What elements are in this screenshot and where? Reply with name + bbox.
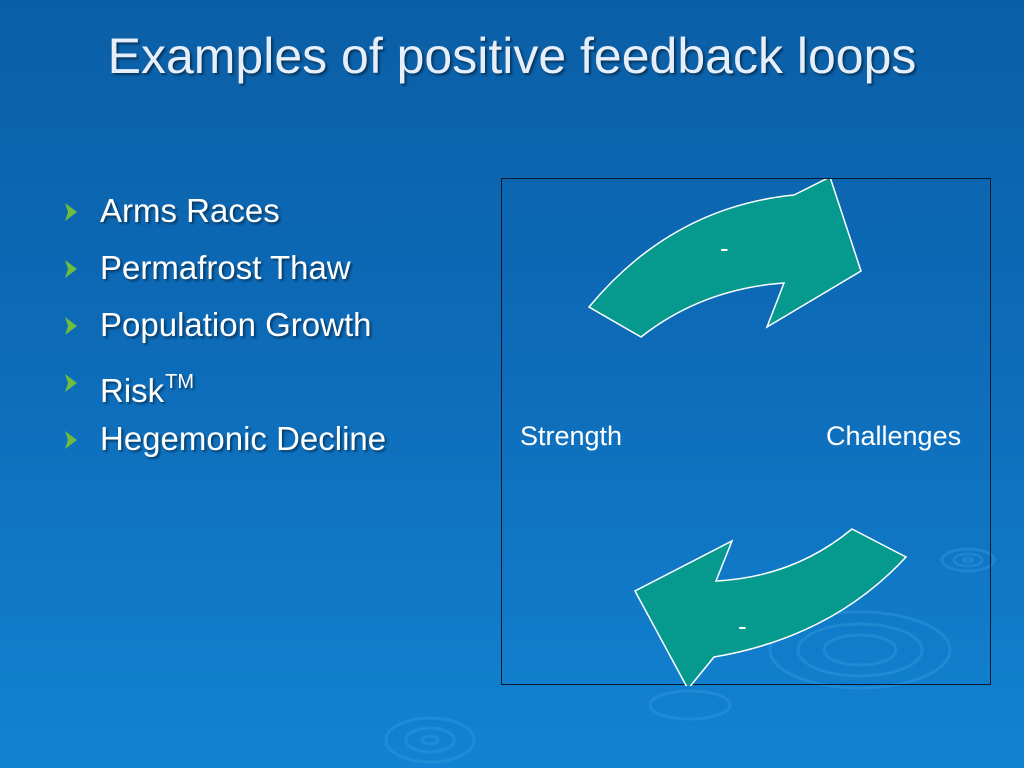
bullet-text: Population Growth — [100, 306, 372, 343]
slide-title: Examples of positive feedback loops — [107, 28, 917, 84]
bullet-text: Hegemonic Decline — [100, 420, 387, 457]
bullet-item: Arms Races — [62, 190, 386, 247]
chevron-arrow-icon — [62, 247, 100, 287]
trademark-superscript: TM — [165, 371, 195, 393]
challenges-label: Challenges — [826, 421, 962, 451]
strength-label: Strength — [520, 421, 623, 451]
bullet-text: RiskTM — [100, 361, 194, 412]
bullet-item: RiskTM — [62, 361, 386, 418]
bottom-curved-arrow — [633, 528, 908, 686]
bullet-item: Hegemonic Decline — [62, 418, 386, 475]
bullet-item: Population Growth — [62, 304, 386, 361]
chevron-arrow-icon — [62, 304, 100, 344]
bullet-text: Permafrost Thaw — [100, 249, 351, 286]
top-curved-arrow — [587, 179, 862, 338]
bullet-text-main: Risk — [100, 372, 165, 409]
chevron-arrow-icon — [62, 190, 100, 230]
chevron-arrow-icon — [62, 418, 100, 458]
bullet-item: Permafrost Thaw — [62, 247, 386, 304]
chevron-arrow-icon — [62, 361, 100, 401]
feedback-loop-diagram: - - Strength Challenges — [501, 178, 991, 686]
bullet-list: Arms Races Permafrost Thaw Population Gr… — [62, 190, 386, 475]
top-arrow-sign: - — [720, 233, 729, 263]
bullet-text: Arms Races — [100, 192, 280, 229]
bottom-arrow-sign: - — [738, 611, 747, 641]
